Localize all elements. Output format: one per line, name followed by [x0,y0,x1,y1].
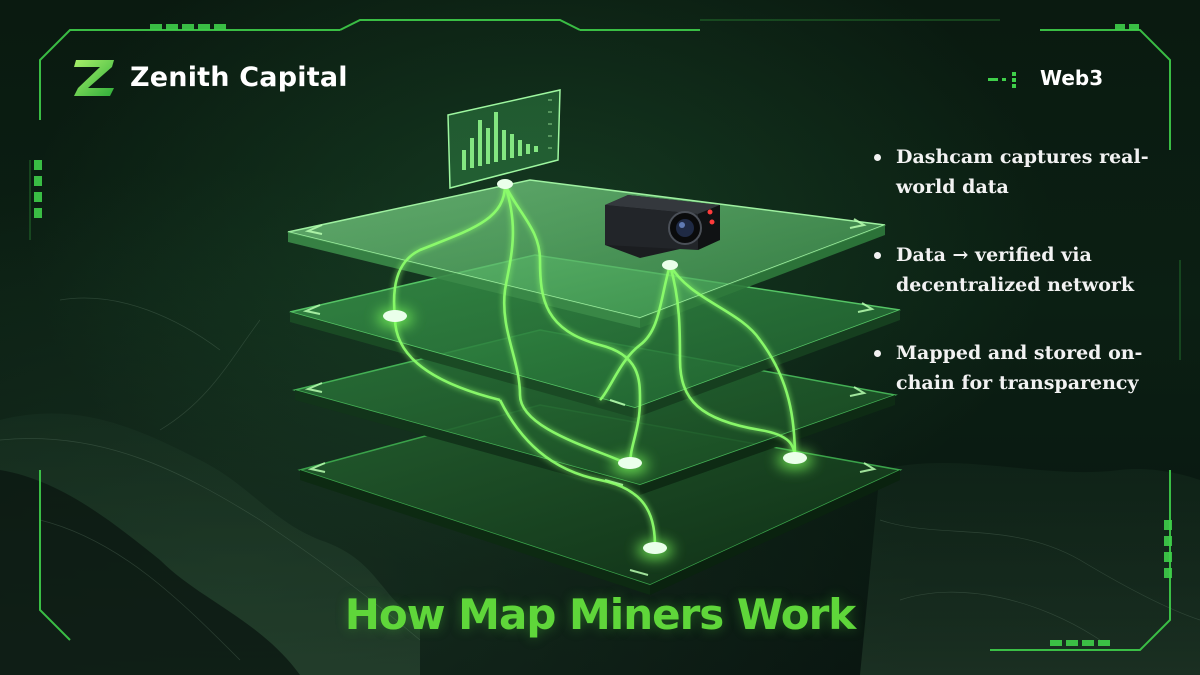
bullet-text: Mapped and stored on-chain for transpare… [896,342,1143,394]
process-bullet-list: Dashcam captures real-world data Data → … [870,142,1190,436]
bullet-text: Dashcam captures real-world data [896,146,1149,198]
list-item: Mapped and stored on-chain for transpare… [870,338,1190,398]
web3-tag: Web3 [1040,66,1104,90]
bullet-text: Data → verified via decentralized networ… [896,244,1135,296]
bullet-dot [874,350,881,357]
dashcam-icon [605,195,720,258]
list-item: Data → verified via decentralized networ… [870,240,1190,300]
bullet-dot [874,154,881,161]
tag-decoration [988,72,1016,88]
platform-layer-2 [289,254,901,418]
list-item: Dashcam captures real-world data [870,142,1190,202]
page-title: How Map Miners Work [344,590,857,639]
bullet-dot [874,252,881,259]
hologram-bar-chart-icon [447,89,561,189]
network-nodes [377,179,813,559]
brand-logo: Zenith Capital [70,52,348,102]
platform-layer-1 [287,179,886,328]
brand-name: Zenith Capital [130,61,348,93]
z-logo-icon [74,60,114,96]
